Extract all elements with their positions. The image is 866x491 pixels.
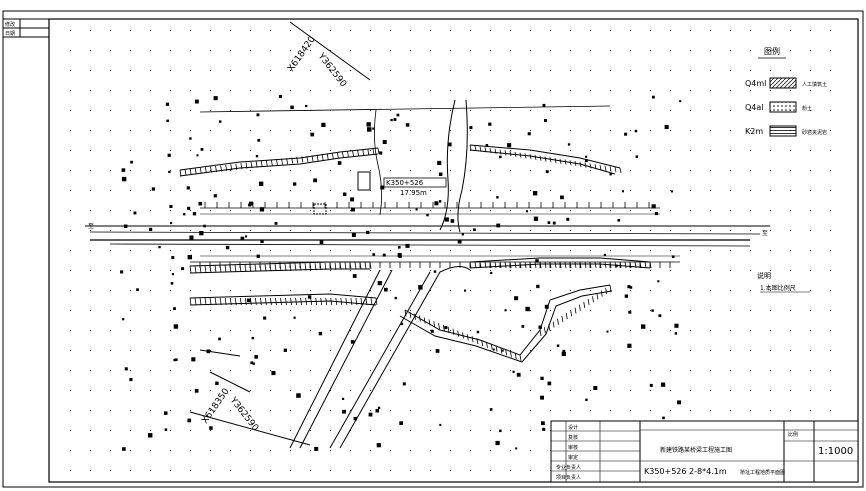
note-title: 说明: [757, 271, 771, 280]
survey-points: [120, 95, 682, 455]
road-right-label: 至: [762, 230, 768, 237]
coord-east-north: Y362590: [315, 51, 348, 90]
tb-drawing-name: 桥址工程地质平面图: [740, 469, 785, 476]
legend-title: 图例: [764, 46, 780, 56]
legend-label-1: 人工填筑土: [802, 81, 827, 88]
stream-line: [374, 109, 382, 216]
tb-row5: 专业负责人: [556, 464, 581, 471]
stamp-label-a: 修改: [5, 21, 15, 28]
station-label: K350+526: [386, 179, 424, 187]
tb-reviewer: 审核: [568, 444, 578, 451]
stamp-label-b: 日期: [5, 31, 15, 37]
coord-east-south: Y362590: [227, 395, 260, 434]
terrain-contours: [179, 144, 651, 363]
legend-code-1: Q4ml: [745, 79, 766, 88]
road-left-label: 至: [88, 223, 94, 230]
rail-ticks: [199, 202, 671, 268]
elevation-label: 17.95m: [400, 189, 427, 197]
legend-label-3: 砂岩夹泥岩: [802, 129, 827, 136]
tb-designer: 设计: [568, 424, 578, 431]
coord-north: X618420: [286, 35, 318, 74]
station-callout: K350+526 17.95m: [313, 171, 447, 215]
legend-code-3: K2m: [745, 127, 763, 136]
diagonal-roads: [189, 21, 471, 449]
tb-scale-label: 比例: [788, 431, 798, 438]
revision-stamp: 修改 日期: [2, 18, 50, 38]
coord-south: X618350: [200, 387, 232, 426]
tb-checker: 复核: [568, 434, 578, 441]
dot-grid: [70, 30, 831, 471]
inner-frame: [48, 18, 859, 483]
tb-scale: 1:1000: [818, 446, 853, 457]
tb-approver: 审定: [568, 454, 578, 461]
legend-label-2: 粉土: [802, 105, 812, 112]
notes: 说明 1.本图比例尺: [757, 271, 810, 293]
tb-project: 新建铁路某桥梁工程施工图: [660, 446, 732, 454]
legend: 图例 Q4ml 人工填筑土 Q4al 粉土 K2m 砂岩夹泥岩: [745, 46, 827, 137]
title-block: 设计 复核 审核 审定 专业负责人 项目负责人 新建铁路某桥梁工程施工图 K35…: [550, 420, 859, 483]
outer-frame: [2, 10, 864, 488]
contour-hatching: [179, 144, 652, 362]
tb-bridge-spec: K350+526 2-8*4.1m: [644, 467, 727, 476]
note-text: 1.本图比例尺: [760, 284, 796, 292]
tb-row6: 项目负责人: [556, 474, 581, 481]
legend-swatch-2: [769, 101, 797, 113]
legend-swatch-1: [769, 77, 797, 89]
legend-code-2: Q4al: [745, 103, 764, 112]
legend-swatch-3: [769, 125, 797, 137]
